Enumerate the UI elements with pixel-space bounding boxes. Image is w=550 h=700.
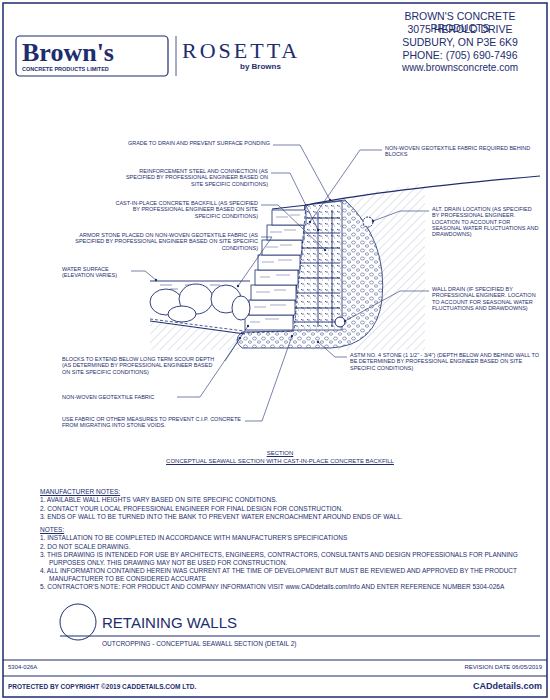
callout-label: USE FABRIC OR OTHER MEASURES TO PREVENT … [62,416,242,429]
note-item: 2. CONTACT YOUR LOCAL PROFESSIONAL ENGIN… [40,505,520,512]
logo-tagline: CONCRETE PRODUCTS LIMITED [22,66,162,72]
revision-date: REVISION DATE 06/05/2019 [380,664,542,671]
title-block-line [3,660,547,661]
geotextile-fabric [242,206,306,333]
callout-label: NON-WOVEN GEOTEXTILE FABRIC [62,394,174,400]
brand-byline: by Browns [240,62,320,71]
callout-label: ALT. DRAIN LOCATION (AS SPECIFIED BY PRO… [432,206,540,238]
alt-drain [363,217,373,227]
block-texture [250,215,300,322]
note-item: 3. ENDS OF WALL TO BE TURNED INTO THE BA… [40,513,520,520]
drawing-subtitle: OUTCROPPING - CONCEPTUAL SEAWALL SECTION… [102,640,522,647]
stone-fill-outline [237,200,383,348]
note-item: 5. CONTRACTOR'S NOTE: FOR PRODUCT AND CO… [40,583,520,590]
callout-label: NON-WOVEN GEOTEXTILE FABRIC REQUIRED BEH… [385,145,535,158]
callout-label: CAST-IN-PLACE CONCRETE BACKFILL (AS SPEC… [108,200,258,219]
note-item: 1. INSTALLATION TO BE COMPLETED IN ACCOR… [40,534,520,541]
website: www.brownsconcrete.com [380,62,540,74]
callout-label: ASTM NO. 4 STONE (1 1/2" - 3/4") (DEPTH … [350,352,540,371]
address-line: SUDBURY, ON P3E 6K9 [380,36,540,48]
callout-label: WATER SURFACE (ELEVATION VARIES) [62,266,128,279]
astm-stone [237,200,383,348]
leader-lines [131,145,429,421]
outcropping-blocks [245,210,306,330]
leader-dots [155,199,374,343]
footer-line [3,676,547,677]
detail-bubble [60,604,96,640]
drawing-title: RETAINING WALLS [102,614,237,631]
logo-border [16,36,168,76]
wall-drain [335,317,345,327]
note-item: 2. DO NOT SCALE DRAWING. [40,543,520,550]
callout-label: ARMOR STONE PLACED ON NON-WOVEN GEOTEXTI… [62,232,258,251]
water-surface [150,281,250,282]
note-item: 1. AVAILABLE WALL HEIGHTS VARY BASED ON … [40,496,520,503]
note-item: 4. ALL INFORMATION CONTAINED HEREIN WAS … [40,567,520,582]
footer-brand: CADdetails.com [400,681,542,691]
note-item: 3. THIS DRAWING IS INTENDED FOR USE BY A… [40,551,520,566]
callout-label: GRADE TO DRAIN AND PREVENT SURFACE PONDI… [120,140,270,146]
section-label: SECTION [200,450,360,457]
logo-divider [176,36,177,76]
armor-stone [150,284,250,322]
notes-heading: NOTES: [40,526,520,533]
finished-grade [272,176,540,209]
callout-label: BLOCKS TO EXTEND BELOW LONG TERM SCOUR D… [62,356,222,375]
callout-label: WALL DRAIN (IF SPECIFIED BY PROFESSIONAL… [432,286,540,311]
company-logo: Brown's [22,38,162,68]
title-rule [60,636,540,637]
phone-number: PHONE: (705) 690-7496 [380,49,540,61]
section-caption: CONCEPTUAL SEAWALL SECTION WITH CAST-IN-… [150,458,410,465]
callout-label: REINFORCEMENT STEEL AND CONNECTION (AS S… [118,168,268,187]
sheet-frame [3,3,547,697]
geotextile-fabric [150,319,244,331]
copyright-notice: PROTECTED BY COPYRIGHT ©2019 CADDETAILS.… [8,683,308,690]
address-line: 3075 HEROLD DRIVE [380,23,540,35]
notes-heading: MANUFACTURER NOTES: [40,488,520,495]
brand-logo: ROSETTA [182,38,322,63]
lake-bed [150,321,245,334]
reference-number: 5304-026A [8,664,108,671]
